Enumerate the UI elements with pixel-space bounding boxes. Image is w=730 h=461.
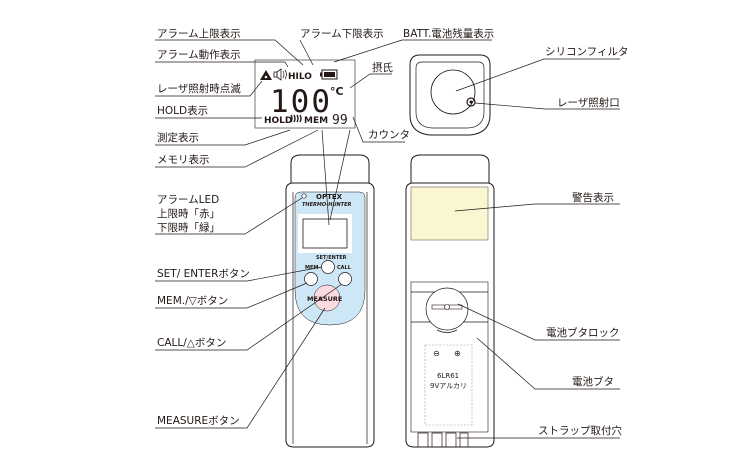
- lcd-screen: [302, 218, 348, 249]
- label-counter: カウンタ: [368, 129, 410, 141]
- battery-desc: 9Vアルカリ: [430, 382, 467, 390]
- label-laser-port: レーザ照射口: [557, 96, 620, 109]
- speaker-icon: [273, 68, 287, 81]
- label-battery-cover: 電池ブタ: [572, 375, 614, 388]
- minus-terminal: ⊖: [433, 349, 440, 358]
- battery-outline: [424, 344, 473, 426]
- measure-text: MEASURE: [307, 295, 342, 303]
- lcd-reading: 100: [270, 84, 330, 120]
- label-hold: HOLD表示: [157, 104, 208, 117]
- laser-warning-icon: [260, 70, 272, 80]
- laser-port-icon: [466, 97, 476, 107]
- lcd-hold: HOLD: [264, 116, 292, 126]
- mem-text: MEM: [305, 265, 318, 271]
- silicone-filter-lens: [430, 69, 476, 115]
- device-front: OPTEX THERMO-HUNTER SET/ENTER MEM CALL M…: [285, 154, 375, 448]
- label-laser-blink: レーザ照射時点滅: [157, 82, 241, 95]
- plus-terminal: ⊕: [454, 349, 461, 358]
- label-measure: MEASUREボタン: [157, 415, 240, 427]
- right-callouts: シリコンフィルタ レーザ照射口 警告表示 電池ブタロック 電池ブタ ストラップ取…: [454, 46, 628, 439]
- set-enter-text: SET/ENTER: [316, 255, 347, 261]
- label-silicone-filter: シリコンフィルタ: [545, 46, 628, 58]
- label-alarm-low: アラーム下限表示: [300, 27, 384, 40]
- measuring-icon: [290, 114, 302, 123]
- battery-level-icon: [320, 69, 338, 80]
- left-callouts: アラーム上限表示 アラーム動作表示 レーザ照射時点滅 HOLD表示 測定表示 メ…: [155, 27, 343, 429]
- label-battery: BATT.電池残量表示: [403, 27, 494, 40]
- brand-logo: OPTEX: [316, 193, 343, 201]
- lcd-unit: °C: [330, 85, 344, 98]
- label-mem-down: MEM./▽ボタン: [157, 295, 228, 307]
- call-button[interactable]: [338, 272, 352, 286]
- strap-hole: [417, 432, 469, 447]
- label-alarm-high: アラーム上限表示: [157, 27, 241, 40]
- device-back: ⊖ ⊕ 6LR61 9Vアルカリ: [405, 154, 495, 448]
- lcd-hilo: HILO: [288, 72, 312, 82]
- model-name: THERMO-HUNTER: [302, 202, 352, 208]
- mem-button[interactable]: [304, 272, 318, 286]
- alarm-led: [301, 193, 307, 199]
- call-text: CALL: [337, 265, 352, 271]
- label-alarm-led-3: 下限時「緑」: [157, 221, 220, 234]
- battery-cover[interactable]: [410, 281, 489, 433]
- lcd-count: 99: [332, 113, 348, 128]
- label-measuring: 測定表示: [157, 131, 199, 144]
- label-set-enter: SET/ ENTERボタン: [157, 268, 250, 280]
- label-warning: 警告表示: [572, 191, 614, 204]
- battery-type: 6LR61: [437, 372, 459, 380]
- label-strap-hole: ストラップ取付穴: [538, 424, 622, 437]
- set-enter-button[interactable]: [321, 260, 335, 274]
- label-call-up: CALL/△ボタン: [157, 337, 226, 349]
- sensor-head-view: [409, 54, 491, 136]
- label-alarm-led-2: 上限時「赤」: [157, 208, 220, 220]
- warning-label: [410, 186, 489, 241]
- label-memory: メモリ表示: [157, 153, 210, 166]
- label-battery-lock: 電池ブタロック: [546, 326, 620, 339]
- label-celsius: 摂氏: [372, 61, 393, 74]
- lcd-mem: MEM: [304, 116, 328, 126]
- label-alarm-active: アラーム動作表示: [157, 48, 241, 61]
- top-callouts: アラーム下限表示 BATT.電池残量表示 摂氏 カウンタ: [299, 27, 494, 226]
- measure-button[interactable]: [313, 284, 341, 312]
- lcd-closeup: HILO 100 °C HOLD MEM 99: [254, 59, 356, 129]
- label-alarm-led-1: アラームLED: [157, 194, 219, 206]
